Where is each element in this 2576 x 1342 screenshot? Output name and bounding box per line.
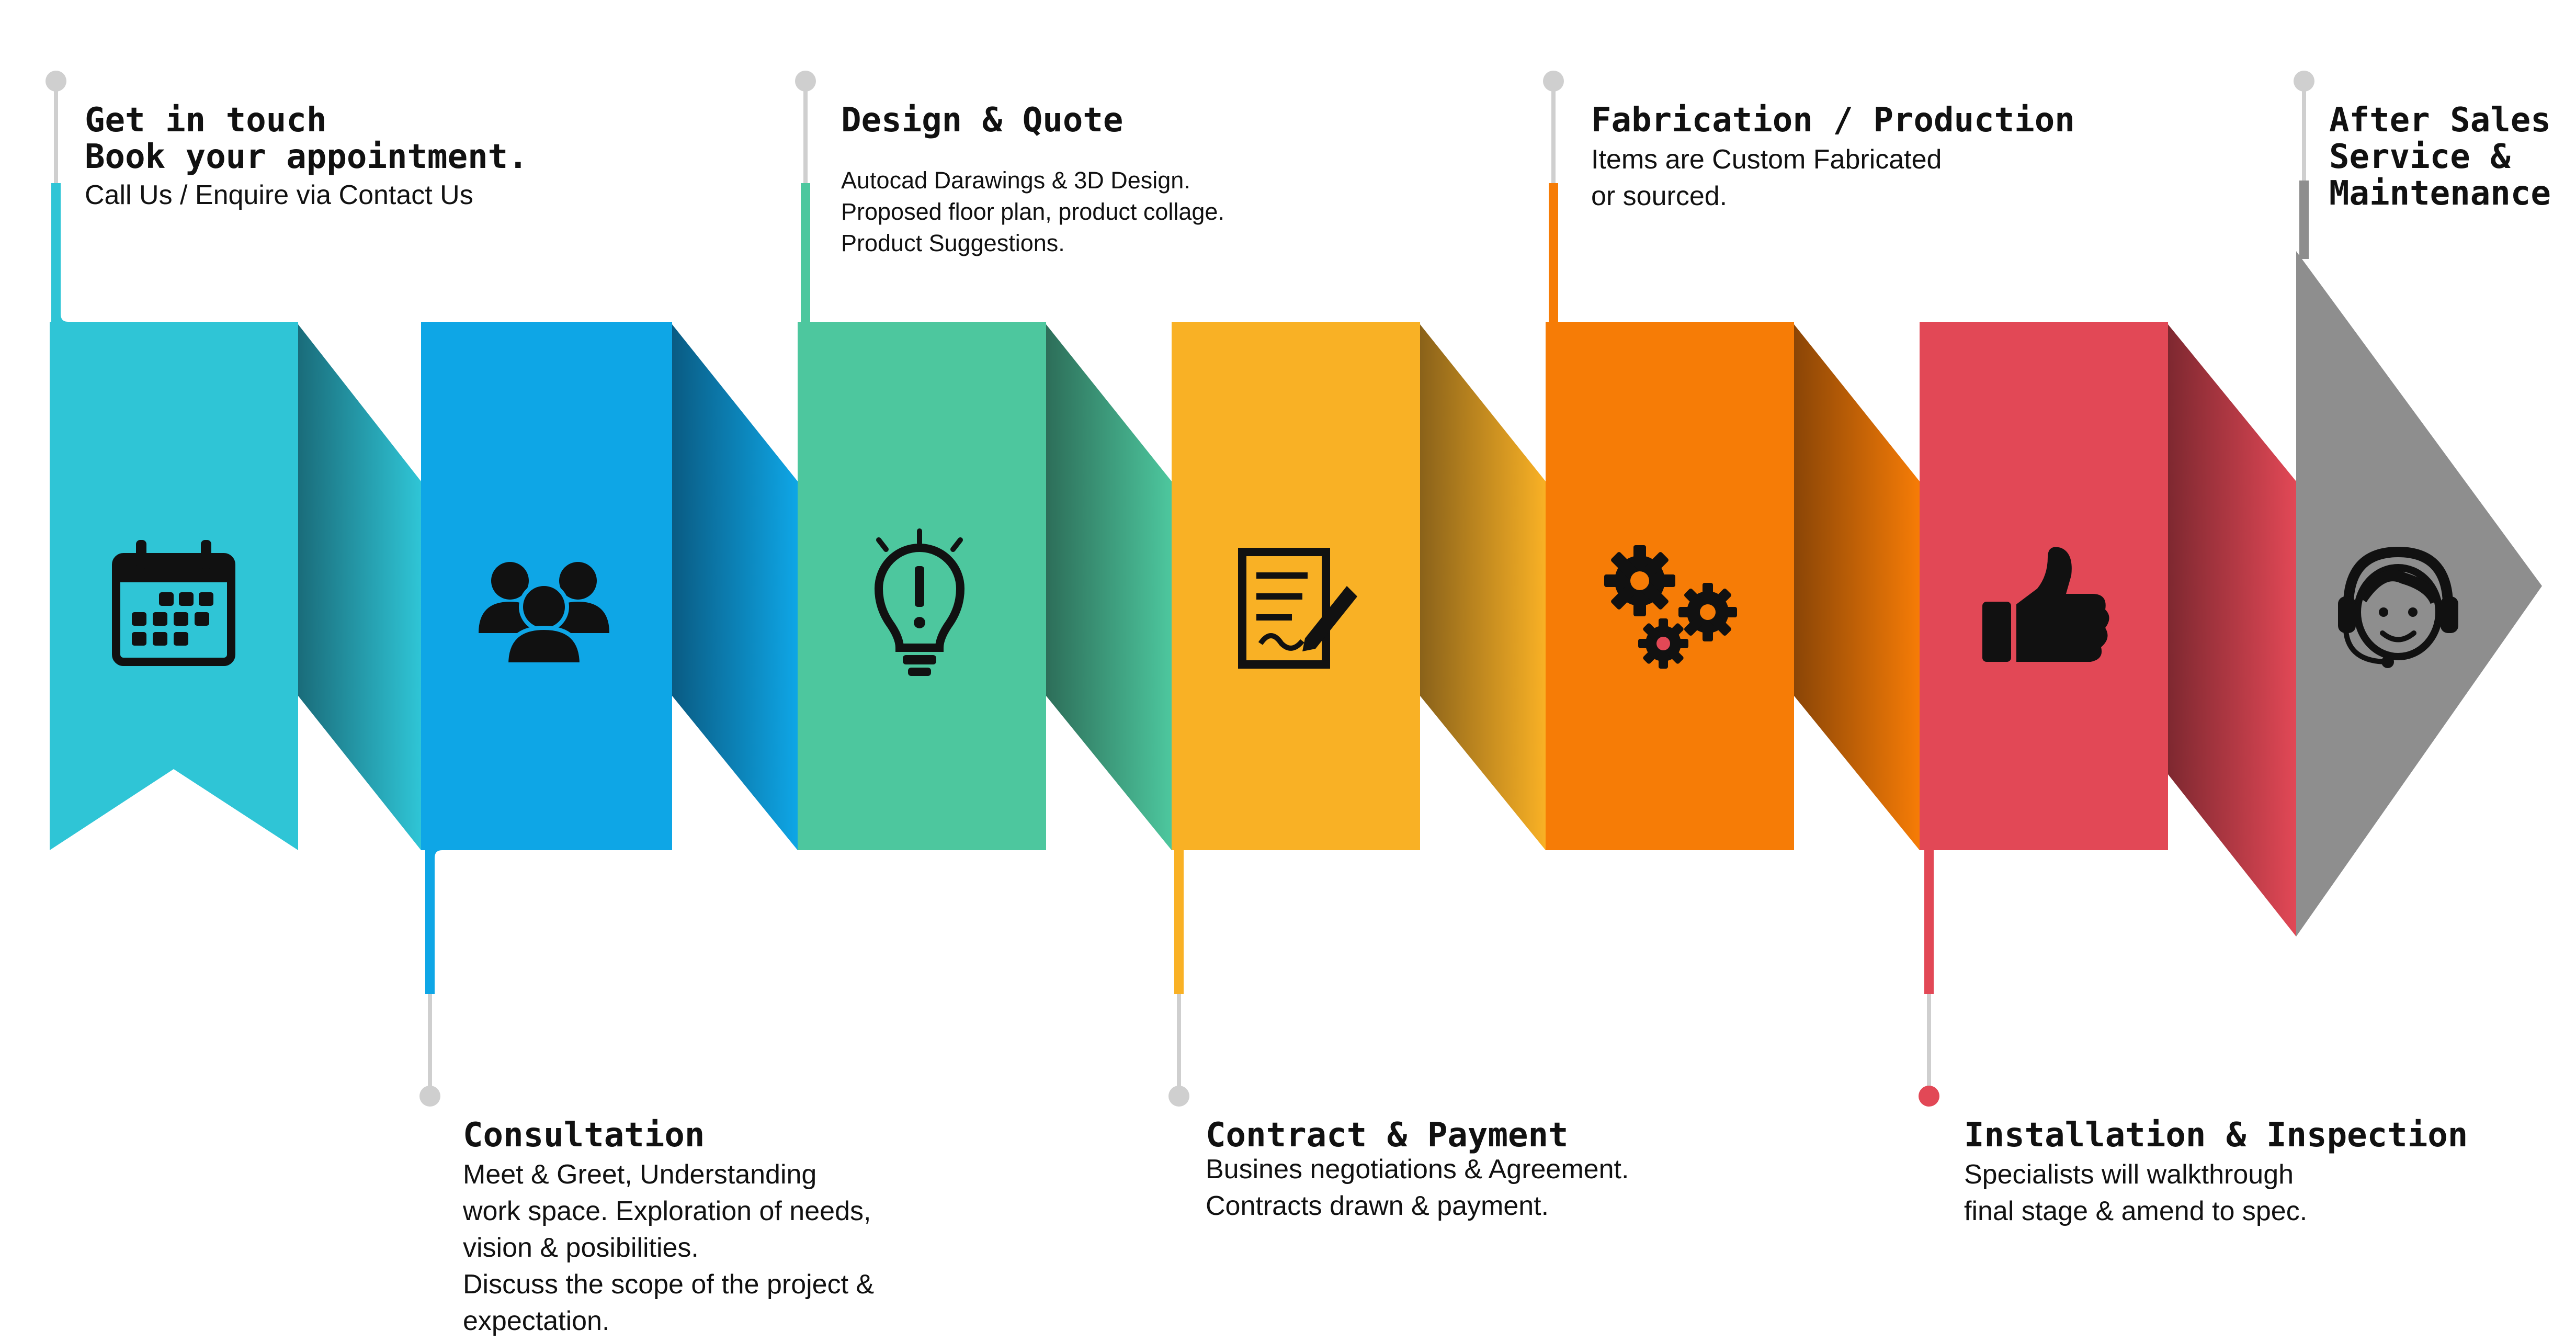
pin-step-5 [1543,71,1564,324]
step-4-description: Busines negotiations & Agreement. Contra… [1206,1154,1629,1221]
pin-step-1 [46,71,68,324]
pins [46,71,2314,1107]
headset-support-icon [2338,546,2458,668]
step-5-title: Fabrication / Production [1591,101,2075,140]
step-6-description: Specialists will walkthrough final stage… [1964,1159,2308,1226]
thumbs-up-icon [1982,547,2109,662]
fold-6-7 [2168,324,2296,937]
fold-2-3 [672,324,798,850]
folds [298,324,2296,937]
calendar-icon [112,540,235,666]
fold-4-5 [1420,324,1546,850]
fold-5-6 [1794,324,1920,850]
gears-icon [1604,545,1737,669]
panel-step-7-arrow [2296,251,2542,937]
panels [50,251,2542,937]
step-4-title: Contract & Payment [1206,1116,1569,1155]
fold-3-4 [1046,324,1172,850]
group-icon [479,562,609,667]
step-1-description: Call Us / Enquire via Contact Us [85,180,473,210]
step-2-title: Consultation [463,1116,705,1155]
step-3-description: Autocad Darawings & 3D Design. Proposed … [841,167,1224,256]
pin-step-3 [795,71,816,324]
pin-step-6 [1919,848,1939,1107]
lightbulb-icon [874,528,965,676]
step-3-title: Design & Quote [841,101,1124,140]
step-2-description: Meet & Greet, Understanding work space. … [463,1159,875,1336]
pin-step-4 [1168,848,1189,1107]
contract-icon [1238,548,1357,669]
fold-1-2 [298,324,421,850]
panel-step-1 [50,322,298,850]
icons [112,528,2458,676]
step-6-title: Installation & Inspection [1964,1116,2468,1155]
pin-step-2 [419,850,442,1107]
pin-step-7 [2294,71,2314,259]
step-5-description: Items are Custom Fabricated or sourced. [1591,144,1942,211]
panel-step-4 [1172,322,1420,850]
